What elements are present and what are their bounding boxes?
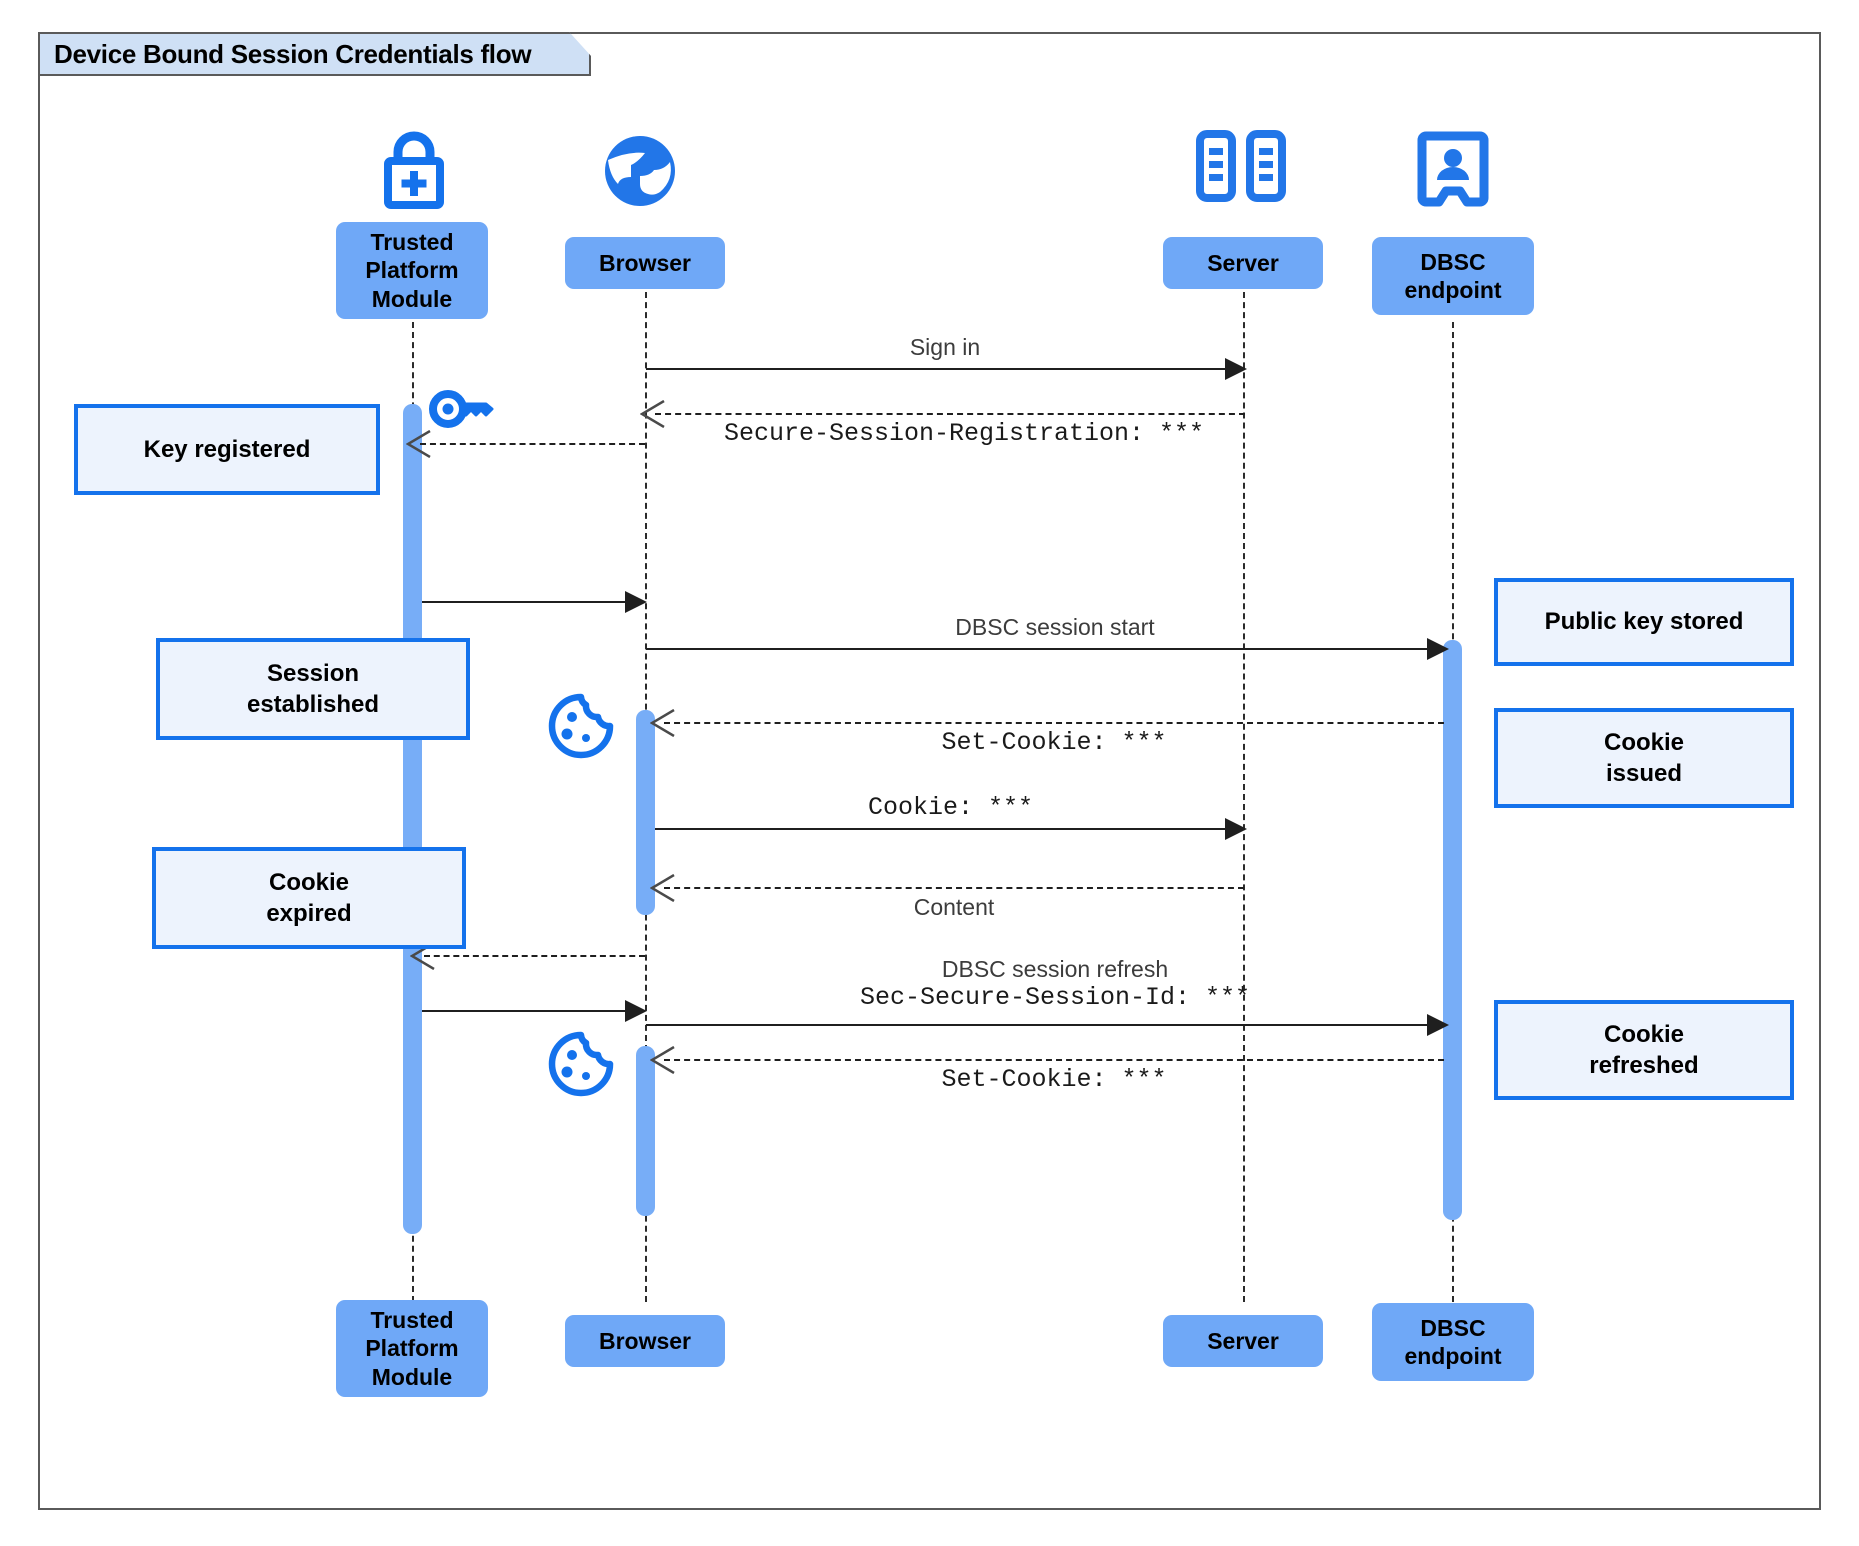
participant-dbsc-top[interactable]: DBSC endpoint <box>1372 237 1534 315</box>
participant-tpm-top[interactable]: Trusted Platform Module <box>336 222 488 319</box>
participant-server-bottom[interactable]: Server <box>1163 1315 1323 1367</box>
participant-label: Browser <box>598 1327 692 1354</box>
participant-label-line3: Module <box>371 1363 453 1390</box>
message-label-secure-session-registration: Secure-Session-Registration: *** <box>684 419 1244 450</box>
note-public-key-stored: Public key stored <box>1494 578 1794 666</box>
message-label-dbsc-session-refresh: DBSC session refresh Sec-Secure-Session-… <box>660 955 1450 1014</box>
activation-tpm <box>403 404 422 1234</box>
message-line-set-cookie-1 <box>664 722 1444 724</box>
participant-browser-bottom[interactable]: Browser <box>565 1315 725 1367</box>
message-text: Secure-Session-Registration: *** <box>723 419 1205 448</box>
message-label-sign-in: Sign in <box>845 333 1045 361</box>
arrowhead-filled-right <box>1427 1014 1449 1041</box>
message-line-browser-to-tpm-1 <box>420 443 645 445</box>
message-line-tpm-to-browser-2 <box>422 1010 637 1012</box>
note-text-line1: Cookie <box>268 868 349 896</box>
note-text-line2: established <box>246 691 380 718</box>
message-line-sign-in <box>646 368 1244 370</box>
participant-label-line2: endpoint <box>1404 1343 1502 1369</box>
message-label-dbsc-session-start: DBSC session start <box>660 613 1450 641</box>
note-text-line2: expired <box>266 900 352 927</box>
note-key-registered: Key registered <box>74 404 380 495</box>
activation-browser-2 <box>636 1046 655 1216</box>
message-label-set-cookie-1: Set-Cookie: *** <box>664 728 1444 759</box>
message-text: DBSC session start <box>955 614 1155 640</box>
arrowhead-filled-right <box>1427 638 1449 665</box>
server-rack-icon <box>1195 130 1287 207</box>
activation-browser-1 <box>636 710 655 915</box>
note-cookie-expired: Cookie expired <box>152 847 466 949</box>
note-text-line1: Cookie <box>1603 1020 1684 1048</box>
note-text-line1: Session <box>266 659 360 687</box>
message-line-dbsc-session-start <box>646 648 1446 650</box>
arrowhead-filled-right <box>625 591 647 618</box>
participant-browser-top[interactable]: Browser <box>565 237 725 289</box>
participant-server-top[interactable]: Server <box>1163 237 1323 289</box>
note-text-line2: refreshed <box>1589 1052 1699 1079</box>
cookie-icon <box>545 692 617 765</box>
participant-label: Server <box>1207 1327 1279 1354</box>
arrowhead-filled-right <box>1225 358 1247 385</box>
activation-dbsc <box>1443 640 1462 1220</box>
arrowhead-open-left <box>405 429 432 463</box>
page-title: Device Bound Session Credentials flow <box>54 38 532 69</box>
note-text-line2: issued <box>1605 760 1682 787</box>
message-label-content: Content <box>664 893 1244 921</box>
cookie-icon <box>545 1030 617 1103</box>
participant-label-line1: Trusted <box>370 1307 454 1334</box>
arrowhead-filled-right <box>1225 818 1247 845</box>
message-text: Set-Cookie: *** <box>941 1065 1167 1094</box>
note-session-established: Session established <box>156 638 470 740</box>
participant-label: Server <box>1207 249 1279 276</box>
message-line-browser-to-tpm-2 <box>424 955 645 957</box>
globe-icon <box>598 132 682 215</box>
message-line-tpm-to-browser-1 <box>422 601 637 603</box>
message-text: Set-Cookie: *** <box>941 728 1167 757</box>
message-line-secure-session-registration <box>655 413 1245 415</box>
arrowhead-open-left <box>639 399 666 433</box>
note-cookie-refreshed: Cookie refreshed <box>1494 1000 1794 1100</box>
id-badge-icon <box>1417 130 1489 213</box>
note-text-line1: Cookie <box>1603 728 1684 756</box>
participant-label-line1: DBSC <box>1420 248 1486 275</box>
participant-label-line2: endpoint <box>1404 277 1502 303</box>
message-line-content <box>664 887 1244 889</box>
key-icon <box>428 383 500 440</box>
message-text: Content <box>913 894 995 920</box>
message-line-dbsc-session-refresh <box>646 1024 1446 1026</box>
participant-tpm-bottom[interactable]: Trusted Platform Module <box>336 1300 488 1397</box>
message-text: Sign in <box>909 334 981 360</box>
participant-label-line2: Platform <box>365 257 459 284</box>
arrowhead-open-left <box>649 708 676 742</box>
note-text: Key registered <box>143 435 311 463</box>
message-label-cookie: Cookie: *** <box>656 793 1245 824</box>
message-line-set-cookie-2 <box>664 1059 1444 1061</box>
participant-label-line3: Module <box>371 285 453 312</box>
message-text: Cookie: *** <box>867 793 1034 822</box>
message-line-cookie <box>655 828 1244 830</box>
participant-label-line1: DBSC <box>1420 1314 1486 1341</box>
participant-label-line1: Trusted <box>370 229 454 256</box>
message-label-set-cookie-2: Set-Cookie: *** <box>664 1065 1444 1096</box>
participant-dbsc-bottom[interactable]: DBSC endpoint <box>1372 1303 1534 1381</box>
diagram-title-tab: Device Bound Session Credentials flow <box>38 32 591 76</box>
arrowhead-filled-right <box>625 1000 647 1027</box>
arrowhead-open-left <box>649 1045 676 1079</box>
message-text-line2: Sec-Secure-Session-Id: *** <box>859 983 1251 1013</box>
lifeline-server <box>1243 282 1245 1302</box>
note-text: Public key stored <box>1544 608 1744 636</box>
participant-label-line2: Platform <box>365 1335 459 1362</box>
lock-plus-icon <box>370 128 458 217</box>
note-cookie-issued: Cookie issued <box>1494 708 1794 808</box>
message-text-line1: DBSC session refresh <box>941 956 1169 982</box>
participant-label: Browser <box>598 249 692 276</box>
arrowhead-open-left <box>649 873 676 907</box>
